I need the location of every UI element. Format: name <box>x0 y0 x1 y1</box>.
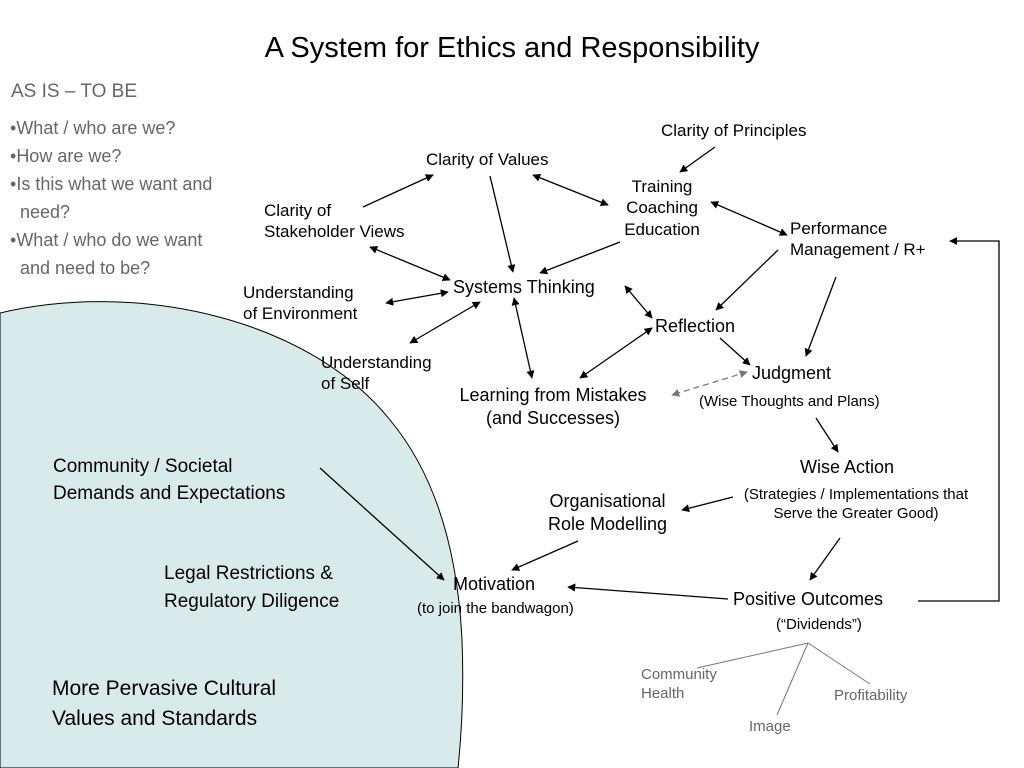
node-line: (Strategies / Implementations that <box>743 486 969 503</box>
arrow-principles-to-training <box>679 146 716 173</box>
node-systems-thinking: Systems Thinking <box>453 277 595 297</box>
external-line: Community / Societal <box>53 456 233 477</box>
node-judgment-subtitle: (Wise Thoughts and Plans) <box>699 393 880 410</box>
node-line: Training <box>631 177 693 196</box>
arrow-wiseaction-to-outcomes <box>809 537 841 581</box>
arrow-self-systems <box>409 301 481 344</box>
arrow-judgment-to-wiseaction <box>815 417 839 453</box>
node-line: Serve the Greater Good) <box>773 504 939 522</box>
external-cultural-values: More Pervasive Cultural Values and Stand… <box>52 674 276 734</box>
arrow-reflection-to-judgment <box>719 337 751 366</box>
sidebar-question-list: What / who are we? How are we? Is this w… <box>10 114 230 282</box>
node-training-coaching-education: Training Coaching Education <box>600 176 724 240</box>
node-line: Understanding <box>321 353 432 372</box>
sidebar-heading: AS IS – TO BE <box>11 81 138 102</box>
dividend-line: Community <box>641 666 717 683</box>
node-clarity-of-principles: Clarity of Principles <box>661 121 807 140</box>
arrow-judgment-learning-dashed <box>671 370 748 397</box>
node-stakeholder-views: Clarity of Stakeholder Views <box>264 200 405 243</box>
node-line: Understanding <box>243 283 354 302</box>
arrows <box>319 146 1000 602</box>
arrow-values-training <box>532 173 609 207</box>
dividend-profitability: Profitability <box>834 687 908 704</box>
node-line: (and Successes) <box>485 407 621 428</box>
arrow-environment-systems <box>385 289 449 306</box>
dividend-community-health: Community Health <box>641 666 717 704</box>
node-learning-from-mistakes: Learning from Mistakes (and Successes) <box>438 384 668 429</box>
sidebar-question: How are we? <box>10 142 230 170</box>
node-wise-action: Wise Action <box>800 457 895 477</box>
external-line: Regulatory Diligence <box>164 591 340 612</box>
node-judgment: Judgment <box>752 363 832 383</box>
node-line: Organisational <box>549 491 666 511</box>
node-clarity-of-values: Clarity of Values <box>426 150 549 169</box>
node-line: of Self <box>321 374 370 394</box>
external-line: More Pervasive Cultural <box>52 677 277 700</box>
external-line: Values and Standards <box>52 707 258 730</box>
sidebar-question: What / who do we want and need to be? <box>10 226 230 282</box>
node-performance-management: Performance Management / R+ <box>790 218 926 261</box>
external-line: Demands and Expectations <box>53 483 286 504</box>
node-positive-outcomes-subtitle: (“Dividends”) <box>776 616 862 633</box>
node-line: Coaching <box>626 198 698 218</box>
node-line: Management / R+ <box>790 240 926 260</box>
arrow-values-to-systems <box>489 175 516 273</box>
arrow-learning-reflection <box>579 327 653 379</box>
sidebar-question: Is this what we want and need? <box>10 170 230 226</box>
line-to-community-health <box>696 642 809 669</box>
page-title: A System for Ethics and Responsibility <box>264 32 760 64</box>
arrow-performance-to-judgment <box>804 276 837 357</box>
external-line: Legal Restrictions & <box>164 563 333 584</box>
node-line: Learning from Mistakes <box>459 385 647 405</box>
line-to-image <box>776 642 809 716</box>
node-positive-outcomes: Positive Outcomes <box>733 589 884 609</box>
arrow-stakeholder-to-values <box>362 174 434 208</box>
arrow-training-to-systems <box>539 241 621 275</box>
node-line: Stakeholder Views <box>264 222 405 242</box>
node-line: Performance <box>790 219 888 238</box>
node-line: of Environment <box>243 304 358 324</box>
node-role-modelling: Organisational Role Modelling <box>530 490 685 535</box>
node-wise-action-subtitle: (Strategies / Implementations that Serve… <box>728 486 984 524</box>
arrow-performance-to-reflection <box>715 249 779 311</box>
node-motivation: Motivation <box>453 574 536 594</box>
background-circle <box>0 301 464 768</box>
arrow-training-performance <box>710 201 788 236</box>
arrow-community-to-motivation <box>319 467 445 581</box>
node-motivation-subtitle: (to join the bandwagon) <box>417 600 574 617</box>
dividend-image: Image <box>749 718 791 735</box>
arrow-outcomes-loop-to-performance <box>918 237 1000 602</box>
node-understanding-self: Understanding of Self <box>321 352 432 395</box>
node-line: Clarity of <box>264 201 332 220</box>
external-community-demands: Community / Societal Demands and Expecta… <box>53 453 285 507</box>
node-line: Role Modelling <box>547 513 668 534</box>
line-to-profitability <box>807 642 871 685</box>
arrow-systems-learning <box>511 297 535 379</box>
arrow-systems-reflection <box>624 285 653 319</box>
dividend-lines <box>696 642 871 716</box>
node-reflection: Reflection <box>655 316 736 336</box>
arrow-rolemodelling-to-motivation <box>511 540 579 571</box>
arrow-wiseaction-to-rolemodelling <box>681 496 734 513</box>
sidebar-question: What / who are we? <box>10 114 230 142</box>
node-understanding-environment: Understanding of Environment <box>243 282 357 325</box>
dividend-line: Health <box>641 684 685 702</box>
external-legal-restrictions: Legal Restrictions & Regulatory Diligenc… <box>164 560 339 616</box>
arrow-stakeholder-systems <box>369 246 451 281</box>
arrow-outcomes-to-motivation <box>567 583 729 600</box>
node-line: Education <box>624 219 700 239</box>
